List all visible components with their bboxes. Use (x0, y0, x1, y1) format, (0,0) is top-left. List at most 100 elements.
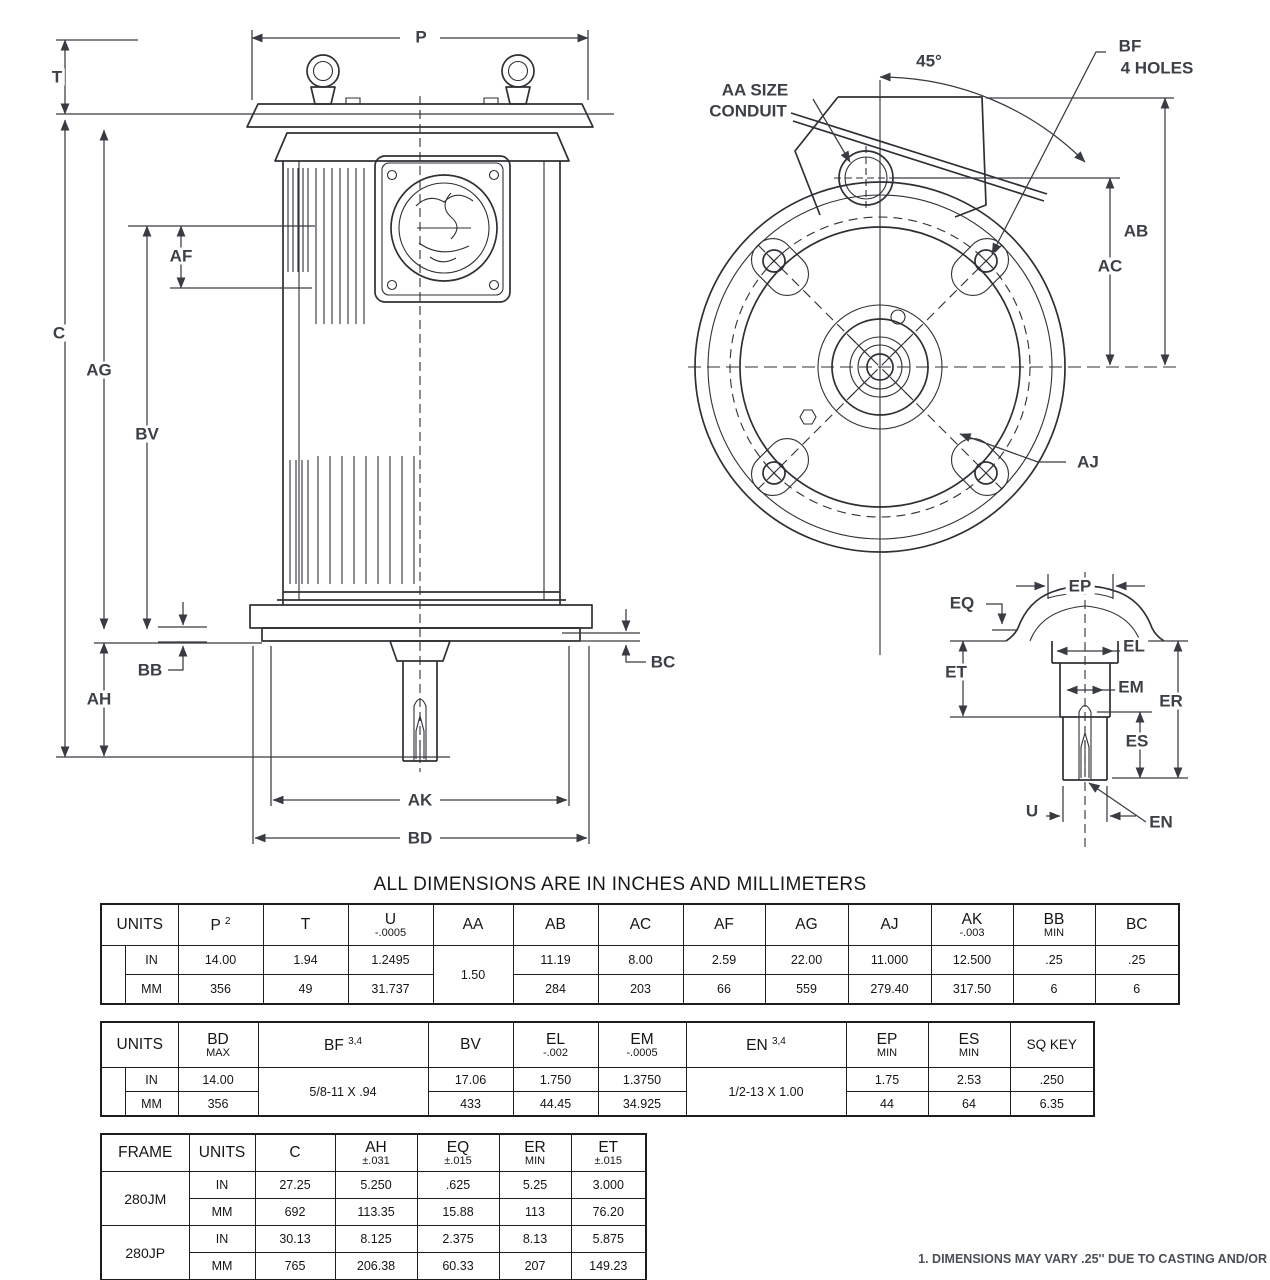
t1-in-p: 14.00 (177, 945, 264, 975)
t2-h-el: EL-.002 (512, 1021, 599, 1068)
table-row: 280JM IN 27.25 5.250 .625 5.25 3.000 (100, 1171, 647, 1226)
t2-mm-ep: 44 (845, 1091, 929, 1117)
t3-r0-unit: IN (188, 1171, 256, 1199)
t1-h-aj: AJ (847, 903, 932, 946)
t3-r1-et: 76.20 (570, 1198, 647, 1226)
t3-r1-ah: 113.35 (334, 1198, 418, 1226)
dim-label-u: U (1022, 802, 1042, 820)
t2-mm-es: 64 (927, 1091, 1011, 1117)
bolt-hole-bottom-left (750, 437, 810, 497)
shaft-detail-drawing (950, 572, 1188, 850)
t2-mm-bv: 433 (427, 1091, 514, 1117)
t2-units-stub (100, 1067, 126, 1117)
t1-h-bc: BC (1094, 903, 1180, 946)
t3-h-ah: AH±.031 (334, 1133, 418, 1172)
side-view-drawing (56, 30, 646, 844)
t1-h-p: P 2 (177, 903, 264, 946)
dim-label-ab: AB (1120, 222, 1152, 240)
t1-mm-ag: 559 (764, 974, 849, 1005)
t2-mm-em: 34.925 (597, 1091, 687, 1117)
t2-in-bd: 14.00 (177, 1067, 259, 1092)
t1-mm-bb: 6 (1012, 974, 1096, 1005)
t2-bf-value: 5/8-11 X .94 (257, 1067, 429, 1117)
t1-h-ab: AB (512, 903, 599, 946)
t1-units-stub (100, 945, 126, 1005)
t2-h-bf: BF 3,4 (257, 1021, 429, 1068)
t3-r2-c: 30.13 (254, 1225, 336, 1253)
t1-in-af: 2.59 (682, 945, 766, 975)
dim-label-em: EM (1115, 678, 1147, 696)
t2-in-el: 1.750 (512, 1067, 599, 1092)
table-row: IN 14.00 5/8-11 X .94 17.06 1.750 1.3750… (100, 1067, 1095, 1117)
t2-h-bv: BV (427, 1021, 514, 1068)
dim-label-t: T (48, 68, 66, 86)
label-aa-size-conduit-line2: CONDUIT (706, 102, 790, 120)
dim-label-eq: EQ (946, 594, 978, 612)
t1-in-unit: IN (124, 945, 179, 975)
dim-label-af: AF (166, 247, 196, 265)
dim-label-c: C (49, 324, 69, 342)
t1-mm-ac: 203 (597, 974, 684, 1005)
t2-en-value: 1/2-13 X 1.00 (685, 1067, 847, 1117)
sheet-title: ALL DIMENSIONS ARE IN INCHES AND MILLIME… (373, 874, 867, 895)
dim-label-bb: BB (134, 661, 166, 679)
t2-mm-el: 44.45 (512, 1091, 599, 1117)
t3-r0-et: 3.000 (570, 1171, 647, 1199)
t3-r2-eq: 2.375 (416, 1225, 500, 1253)
t1-mm-af: 66 (682, 974, 766, 1005)
t1-mm-u: 31.737 (347, 974, 434, 1005)
table-row: MM 692 113.35 15.88 113 76.20 (101, 1198, 647, 1226)
t3-h-units: UNITS (188, 1133, 256, 1172)
t3-h-eq: EQ±.015 (416, 1133, 500, 1172)
t1-in-bc: .25 (1094, 945, 1180, 975)
t1-h-ag: AG (764, 903, 849, 946)
t1-h-af: AF (682, 903, 766, 946)
t3-r3-ah: 206.38 (334, 1252, 418, 1280)
t3-h-frame: FRAME (100, 1133, 190, 1172)
t1-mm-t: 49 (262, 974, 349, 1005)
t1-in-u: 1.2495 (347, 945, 434, 975)
t3-r1-eq: 15.88 (416, 1198, 500, 1226)
t3-r0-er: 5.25 (498, 1171, 572, 1199)
t2-mm-unit: MM (124, 1091, 179, 1117)
t1-aa-value: 1.50 (432, 945, 514, 1005)
t1-in-aj: 11.000 (847, 945, 932, 975)
t1-h-units: UNITS (100, 903, 179, 946)
label-bf: BF (1115, 37, 1145, 55)
t1-mm-ab: 284 (512, 974, 599, 1005)
t3-r3-er: 207 (498, 1252, 572, 1280)
t2-in-sqkey: .250 (1009, 1067, 1095, 1092)
brand-emblem-icon (390, 174, 498, 282)
t3-r3-c: 765 (254, 1252, 336, 1280)
table-row: IN 14.00 1.94 1.2495 1.50 11.19 8.00 2.5… (100, 945, 1180, 1005)
t3-r3-et: 149.23 (570, 1252, 647, 1280)
dim-label-aj: AJ (1074, 453, 1102, 471)
casting-variance-footnote: 1. DIMENSIONS MAY VARY .25'' DUE TO CAST… (918, 1252, 1267, 1266)
t1-h-u: U-.0005 (347, 903, 434, 946)
dim-label-ak: AK (404, 791, 436, 809)
table-row: UNITS P 2 T U-.0005 AA AB AC AF AG AJ AK… (100, 903, 1180, 946)
t2-mm-bd: 356 (177, 1091, 259, 1117)
dim-label-ah: AH (83, 690, 115, 708)
t1-mm-bc: 6 (1094, 974, 1180, 1005)
dim-label-er: ER (1156, 692, 1186, 710)
t3-r0-eq: .625 (416, 1171, 500, 1199)
t2-h-en: EN 3,4 (685, 1021, 847, 1068)
t1-in-ag: 22.00 (764, 945, 849, 975)
dim-label-el: EL (1120, 637, 1148, 655)
t1-mm-unit: MM (124, 974, 179, 1005)
dim-label-bc: BC (647, 653, 679, 671)
t3-r0-c: 27.25 (254, 1171, 336, 1199)
t1-h-t: T (262, 903, 349, 946)
t3-frame-280jm: 280JM (100, 1171, 190, 1226)
